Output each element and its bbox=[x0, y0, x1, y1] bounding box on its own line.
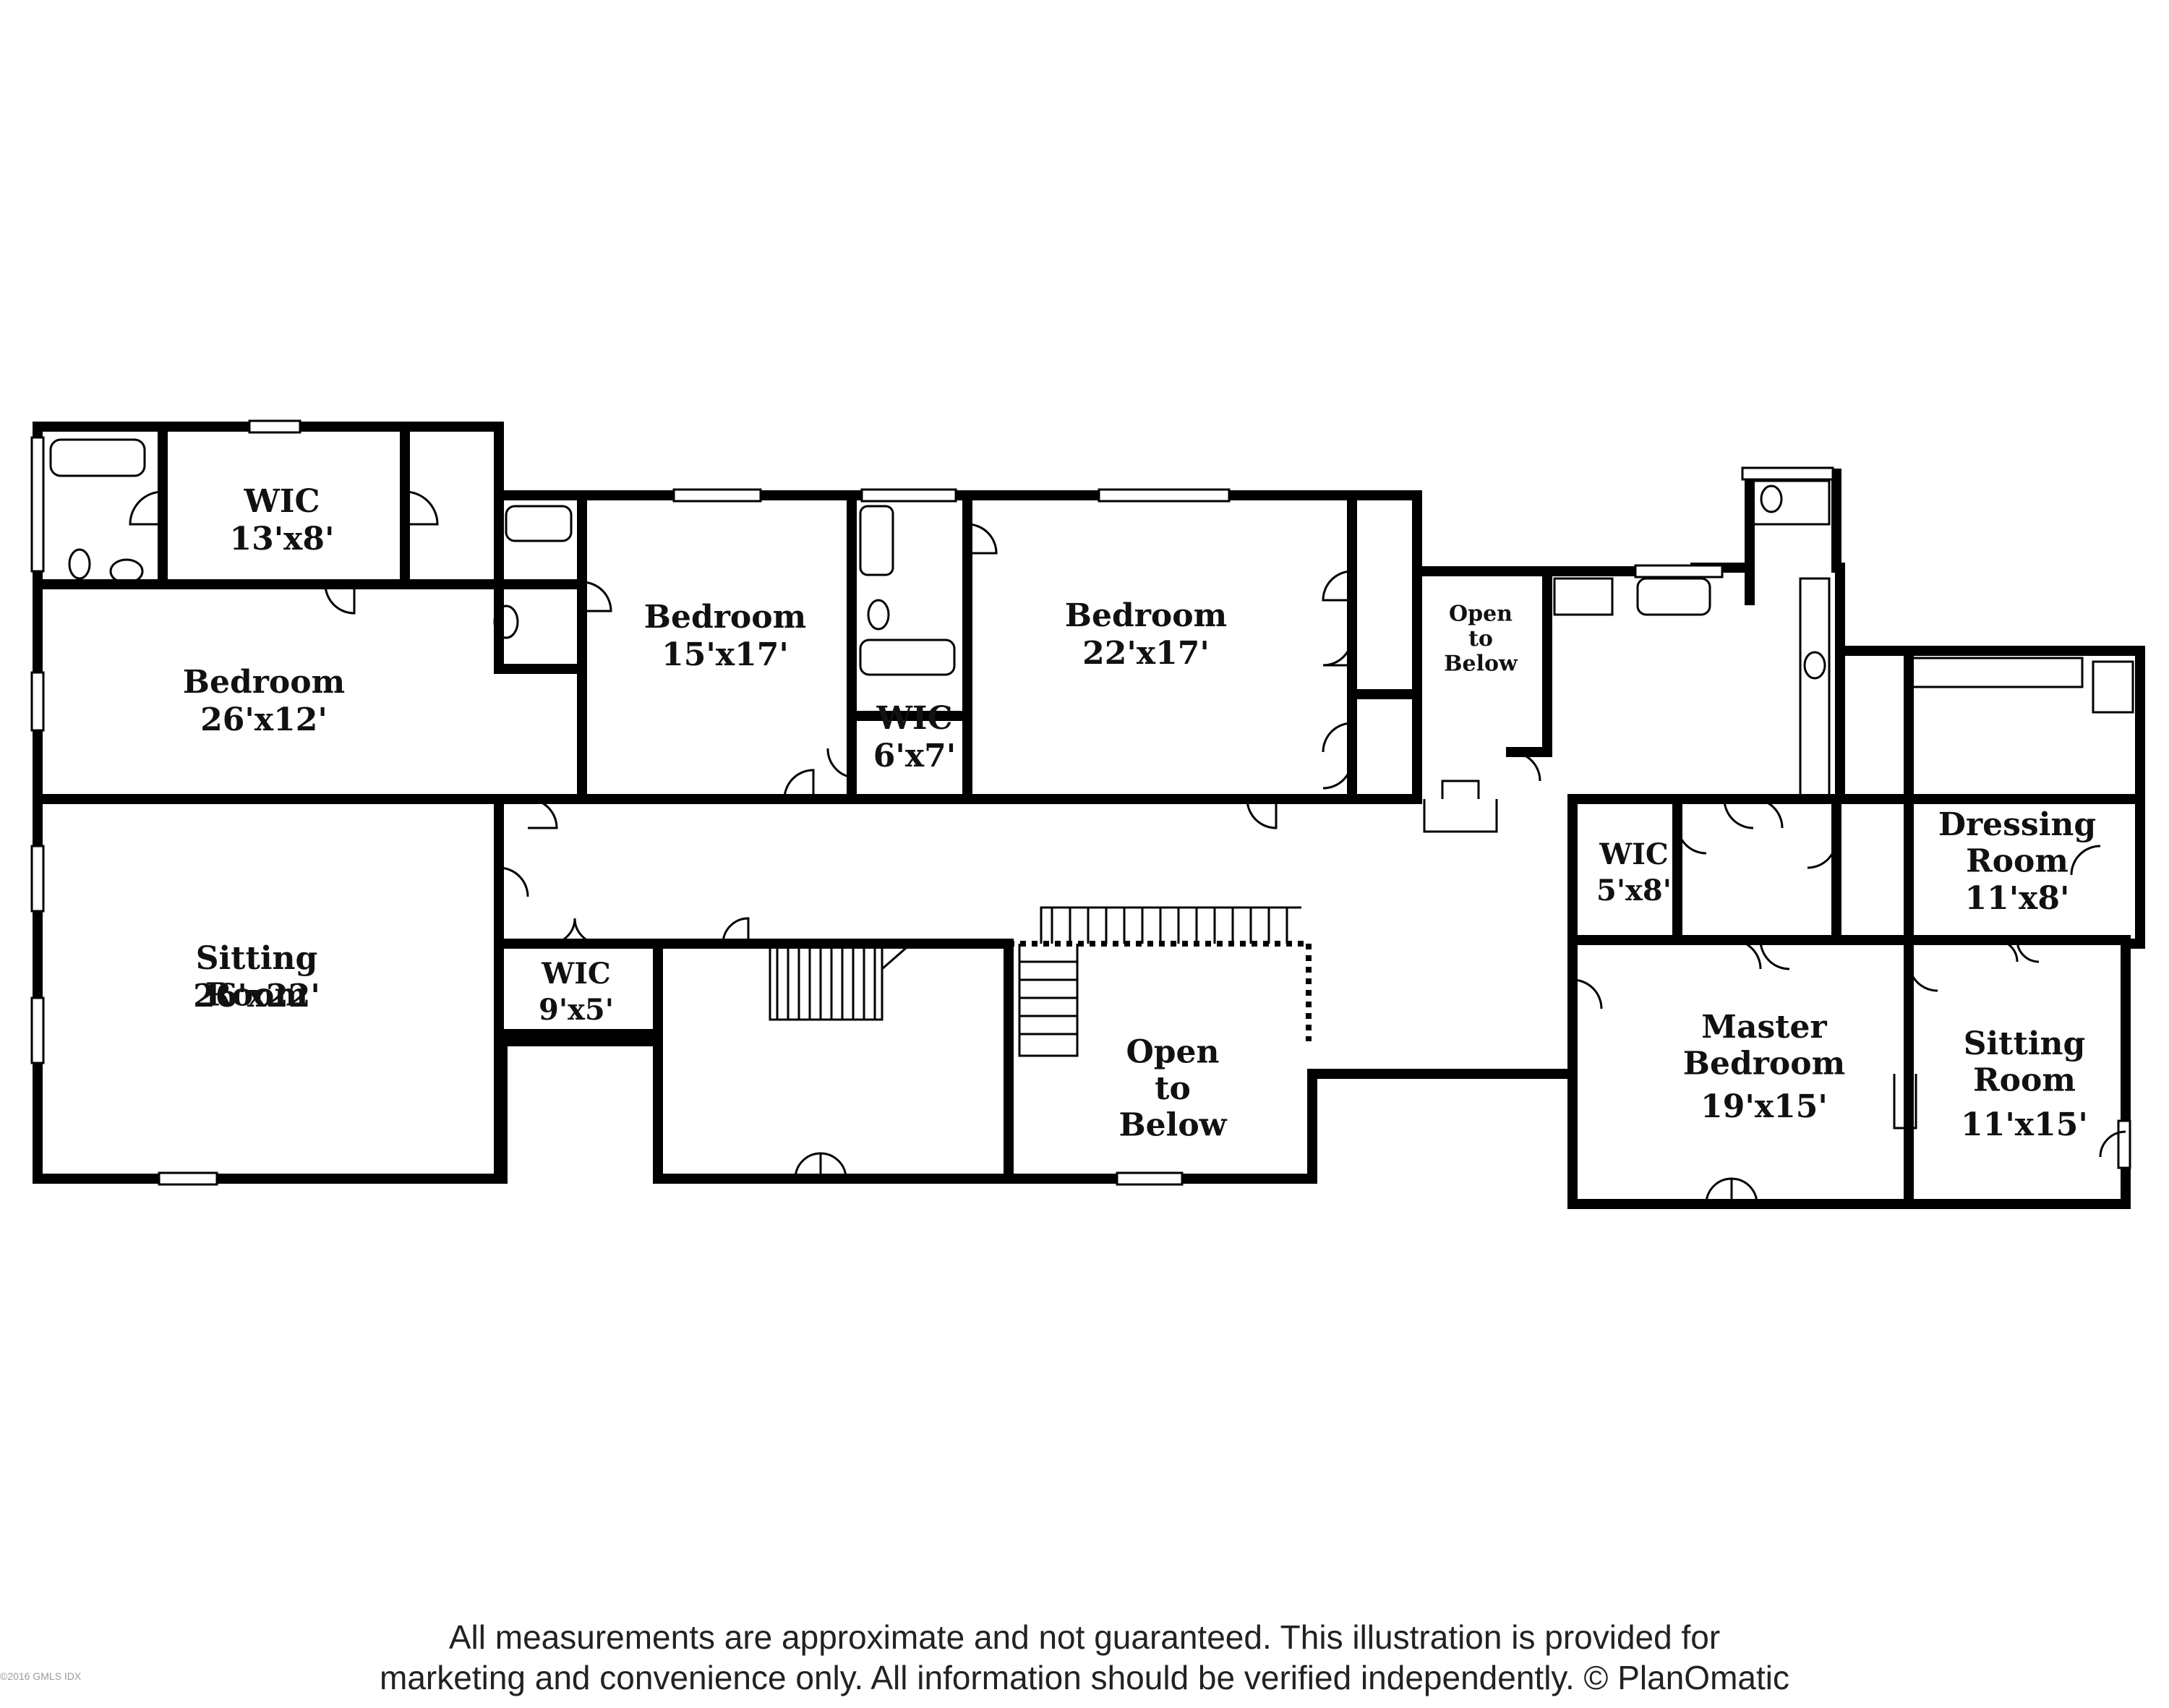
room-size: 9'x5' bbox=[539, 993, 614, 1027]
room-size: 26'x22' bbox=[193, 978, 320, 1015]
stairs bbox=[769, 906, 1312, 1057]
room-size: 22'x17' bbox=[1082, 635, 1210, 672]
room-size: 11'x15' bbox=[1961, 1106, 2088, 1143]
room-size: 26'x12' bbox=[200, 701, 328, 738]
room-size: 11'x8' bbox=[1964, 880, 2069, 917]
room-name: WIC bbox=[876, 700, 952, 737]
disclaimer-line-2: marketing and convenience only. All info… bbox=[380, 1659, 1789, 1696]
room-size: 19'x15' bbox=[1700, 1088, 1828, 1125]
fixtures bbox=[49, 438, 2134, 797]
room-labels: WIC 13'x8' Bedroom 26'x12' Bedroom 15'x1… bbox=[183, 483, 2096, 1144]
disclaimer: All measurements are approximate and not… bbox=[0, 1617, 2169, 1698]
walls bbox=[33, 422, 2145, 1209]
doors bbox=[129, 490, 2126, 1205]
room-name: WIC bbox=[541, 957, 610, 991]
disclaimer-line-1: All measurements are approximate and not… bbox=[448, 1618, 1721, 1656]
room-size: 6'x7' bbox=[873, 738, 956, 774]
room-name: Bedroom bbox=[183, 664, 345, 701]
room-name: Bedroom bbox=[1065, 597, 1227, 634]
room-size: 15'x17' bbox=[662, 636, 789, 673]
room-size: 5'x8' bbox=[1596, 874, 1672, 908]
room-size: 13'x8' bbox=[229, 521, 334, 558]
room-name: Bedroom bbox=[644, 599, 806, 636]
windows bbox=[30, 419, 2131, 1186]
room-name: WIC bbox=[243, 483, 320, 520]
room-name: WIC bbox=[1599, 837, 1668, 871]
watermark: ©2016 GMLS IDX bbox=[0, 1670, 82, 1682]
